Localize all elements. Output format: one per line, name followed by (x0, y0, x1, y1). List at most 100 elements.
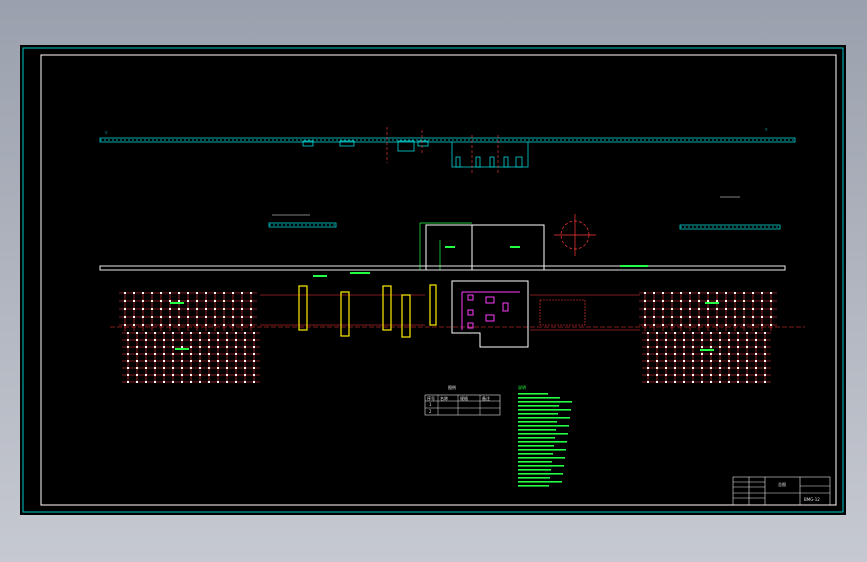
note-line (518, 437, 555, 439)
grid-node (190, 374, 192, 376)
note-line (518, 449, 566, 451)
note-line (518, 393, 548, 395)
grid-node (145, 367, 147, 369)
grid-node (647, 367, 649, 369)
grid-node (214, 324, 216, 326)
grid-node (133, 316, 135, 318)
grid-node (671, 324, 673, 326)
grid-node (250, 324, 252, 326)
grid-node (764, 346, 766, 348)
main-road (99, 265, 786, 271)
grid-node (142, 292, 144, 294)
grid-node (674, 381, 676, 383)
grid-node (701, 339, 703, 341)
grid-node (196, 324, 198, 326)
grid-node (710, 360, 712, 362)
grid-node (190, 332, 192, 334)
grid-node (181, 339, 183, 341)
grid-node (232, 316, 234, 318)
grid-node (133, 324, 135, 326)
grid-node (235, 381, 237, 383)
grid-node (728, 353, 730, 355)
grid-node (761, 308, 763, 310)
grid-node (692, 374, 694, 376)
grid-node (734, 292, 736, 294)
grid-node (241, 316, 243, 318)
grid-node (124, 292, 126, 294)
grid-node (764, 381, 766, 383)
grid-node (241, 292, 243, 294)
grid-node (725, 300, 727, 302)
grid-node (208, 367, 210, 369)
grid-node (142, 308, 144, 310)
grid-node (692, 346, 694, 348)
grid-node (755, 367, 757, 369)
grid-node (172, 346, 174, 348)
grid-node (124, 324, 126, 326)
svg-text:▽: ▽ (105, 130, 108, 135)
grid-node (656, 346, 658, 348)
grid-node (674, 339, 676, 341)
grid-node (181, 353, 183, 355)
grid-node (719, 367, 721, 369)
grid-node (737, 339, 739, 341)
grid-node (710, 381, 712, 383)
grid-node (232, 292, 234, 294)
grid-node (674, 346, 676, 348)
grid-node (127, 339, 129, 341)
grid-node (190, 367, 192, 369)
grid-node (689, 308, 691, 310)
grid-node (250, 308, 252, 310)
grid-node (244, 339, 246, 341)
grid-node (707, 292, 709, 294)
note-line (518, 441, 567, 443)
grid-node (226, 346, 228, 348)
grid-node (181, 360, 183, 362)
grid-node (665, 374, 667, 376)
grid-node (674, 353, 676, 355)
note-line (518, 413, 558, 415)
grid-node (692, 332, 694, 334)
grid-node (707, 308, 709, 310)
note-line (518, 409, 571, 411)
grid-node (127, 374, 129, 376)
grid-node (205, 292, 207, 294)
grid-node (136, 339, 138, 341)
grid-node (205, 316, 207, 318)
note-line (518, 429, 556, 431)
grid-node (199, 353, 201, 355)
grid-node (244, 374, 246, 376)
cad-viewport[interactable]: ▽ ▽ (20, 45, 846, 515)
grid-node (190, 353, 192, 355)
grid-node (761, 292, 763, 294)
grid-node (755, 360, 757, 362)
grid-node (253, 374, 255, 376)
grid-node (253, 346, 255, 348)
grid-node (136, 360, 138, 362)
grid-node (692, 360, 694, 362)
grid-node (689, 316, 691, 318)
grid-node (701, 360, 703, 362)
grid-node (701, 367, 703, 369)
grid-node (241, 308, 243, 310)
grid-node (710, 367, 712, 369)
grid-node (671, 316, 673, 318)
grid-node (761, 300, 763, 302)
grid-node (680, 324, 682, 326)
grid-node (196, 300, 198, 302)
grid-node (223, 300, 225, 302)
grid-node (656, 339, 658, 341)
grid-node (644, 316, 646, 318)
grid-node (199, 360, 201, 362)
process-line (110, 294, 805, 331)
grid-node (178, 300, 180, 302)
grid-node (172, 381, 174, 383)
grid-node (241, 324, 243, 326)
note-line (518, 457, 565, 459)
grid-node (253, 360, 255, 362)
grid-node (725, 292, 727, 294)
grid-node (737, 353, 739, 355)
grid-node (737, 374, 739, 376)
grid-node (716, 316, 718, 318)
grid-node (746, 374, 748, 376)
